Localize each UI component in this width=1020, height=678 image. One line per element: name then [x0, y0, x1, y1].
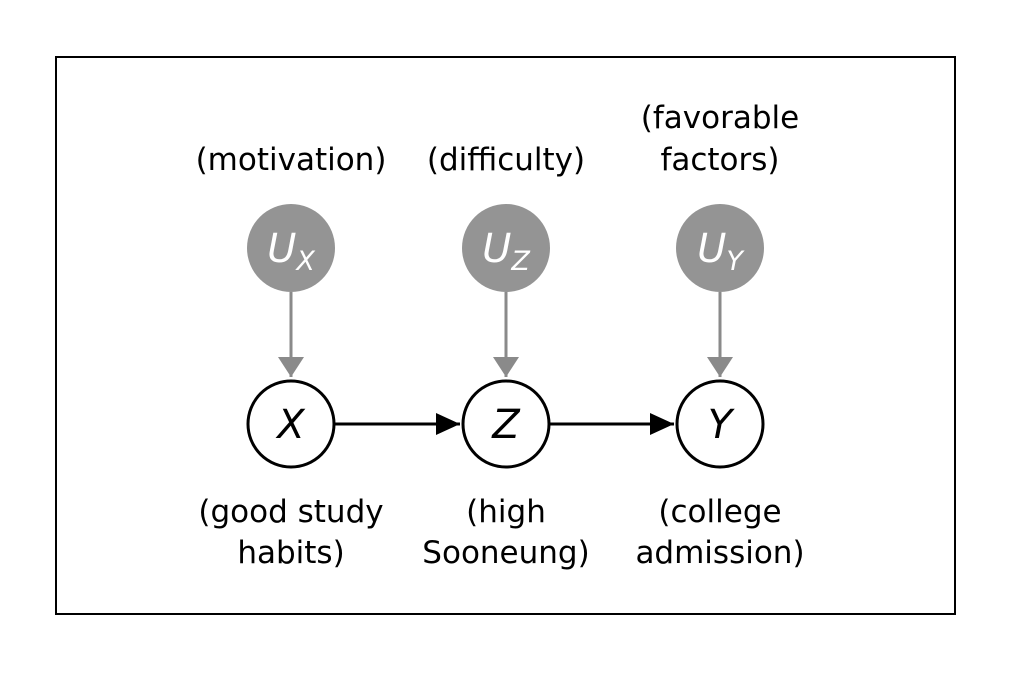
caption-uy-line2: factors)	[660, 142, 779, 178]
node-label-z: Z	[491, 402, 521, 448]
node-z: Z	[461, 379, 551, 469]
caption-y-line1: (college	[658, 494, 781, 530]
node-y: Y	[675, 379, 765, 469]
node-label-x: X	[275, 402, 306, 448]
caption-z-line2: Sooneung)	[422, 535, 589, 571]
exogenous-node-ux: UX	[247, 204, 335, 292]
exogenous-sub-ux: X	[294, 246, 315, 277]
svg-text:UY: UY	[697, 226, 745, 277]
caption-uz: (difficulty)	[427, 142, 585, 178]
svg-text:UZ: UZ	[482, 226, 530, 277]
exogenous-main-uz: U	[482, 226, 511, 272]
caption-y-line2: admission)	[635, 535, 804, 571]
caption-uy-line1: (favorable	[641, 100, 799, 136]
exogenous-node-uz: UZ	[462, 204, 550, 292]
node-label-y: Y	[708, 402, 736, 448]
caption-z-line1: (high	[466, 494, 546, 530]
exogenous-sub-uz: Z	[510, 246, 530, 277]
exogenous-main-uy: U	[697, 226, 726, 272]
svg-text:UX: UX	[267, 226, 315, 277]
exogenous-main-ux: U	[267, 226, 296, 272]
exogenous-node-uy: UY	[676, 204, 764, 292]
caption-x-line1: (good study	[198, 494, 383, 530]
diagram-frame	[55, 56, 956, 615]
node-x: X	[246, 379, 336, 469]
caption-x-line2: habits)	[237, 535, 344, 571]
exogenous-sub-uy: Y	[726, 246, 745, 277]
caption-ux: (motivation)	[196, 142, 387, 178]
